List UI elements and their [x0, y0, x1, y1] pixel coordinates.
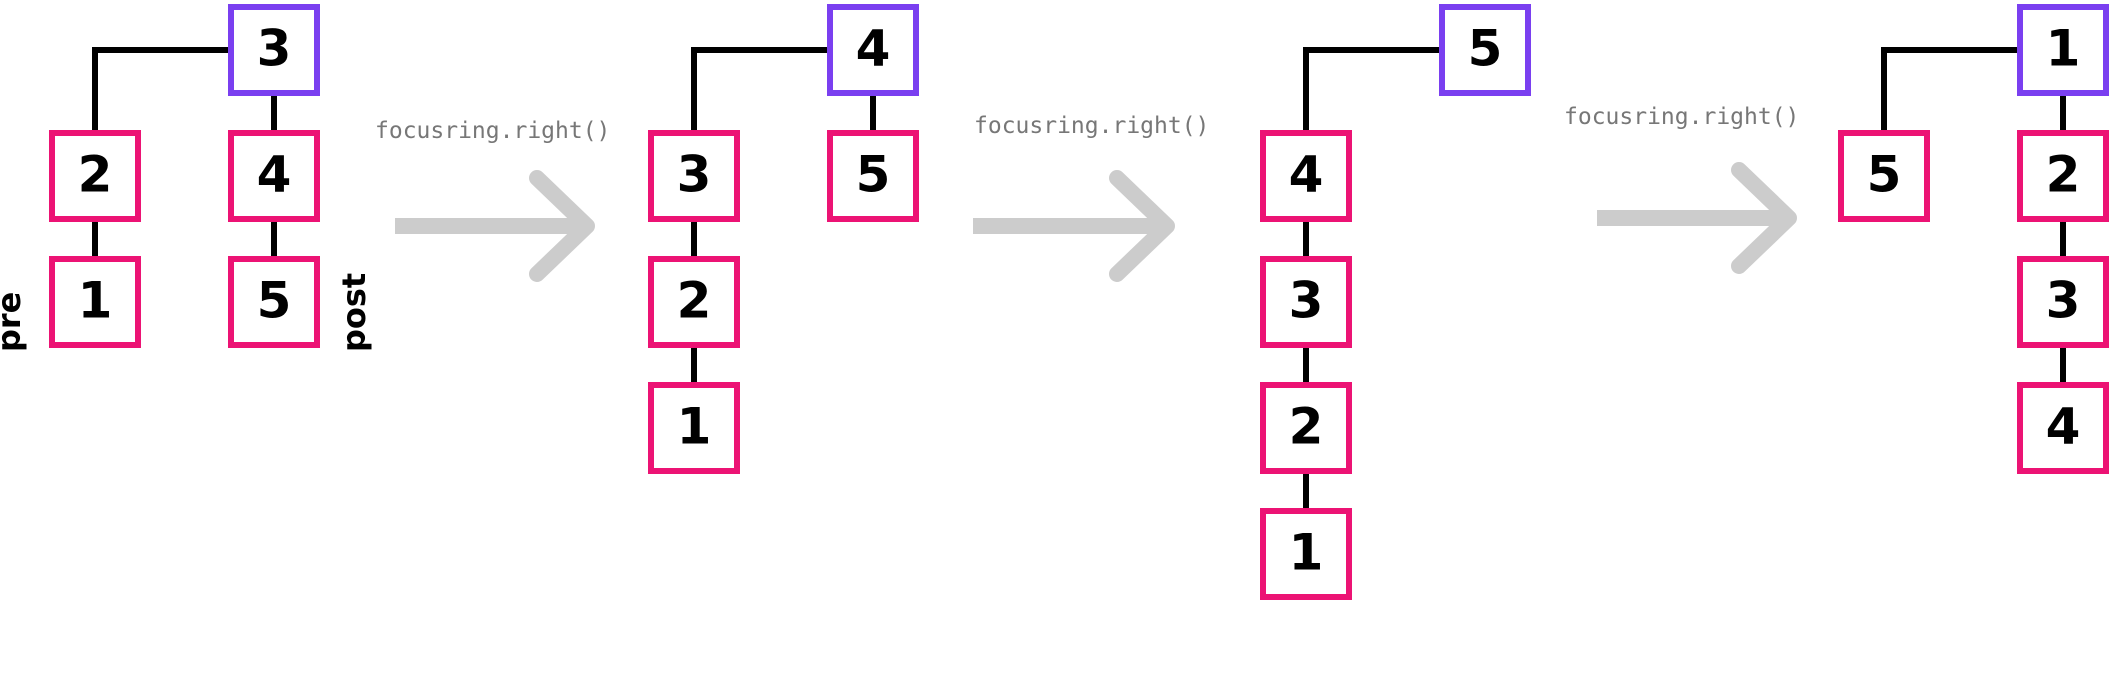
svg-text:3: 3	[677, 146, 712, 204]
arrow-right-icon	[1597, 162, 1797, 274]
focus-node: 1	[2017, 4, 2109, 96]
svg-text:3: 3	[2046, 272, 2081, 330]
pre-node: 1	[49, 256, 141, 348]
svg-text:5: 5	[1867, 146, 1902, 204]
svg-text:2: 2	[1289, 398, 1324, 456]
pre-node: 1	[1260, 508, 1352, 600]
pre-node: 2	[1260, 382, 1352, 474]
svg-text:5: 5	[856, 146, 891, 204]
svg-text:3: 3	[257, 20, 292, 78]
operation-label-1: focusring.right()	[375, 118, 610, 144]
pre-node: 1	[648, 382, 740, 474]
pre-node: 3	[648, 130, 740, 222]
arrow-right-icon	[973, 170, 1175, 282]
svg-text:2: 2	[677, 272, 712, 330]
svg-text:1: 1	[677, 398, 712, 456]
post-node: 3	[2017, 256, 2109, 348]
svg-text:2: 2	[2046, 146, 2081, 204]
focus-node: 3	[228, 4, 320, 96]
focus-node: 5	[1439, 4, 1531, 96]
svg-text:1: 1	[1289, 524, 1324, 582]
svg-text:5: 5	[1468, 20, 1503, 78]
pre-node: 2	[49, 130, 141, 222]
node-layer: 3 2 1 4 5 4 3 2 1 5 5 4 3 2 1 1 5 2 3 4	[49, 4, 2109, 600]
pre-node: 4	[1260, 130, 1352, 222]
pre-label: pre	[0, 292, 28, 352]
svg-text:3: 3	[1289, 272, 1324, 330]
post-label: post	[335, 273, 373, 352]
pre-node: 5	[1838, 130, 1930, 222]
post-node: 5	[827, 130, 919, 222]
pre-node: 2	[648, 256, 740, 348]
pre-node: 3	[1260, 256, 1352, 348]
post-node: 4	[2017, 382, 2109, 474]
post-node: 5	[228, 256, 320, 348]
svg-text:1: 1	[78, 272, 113, 330]
svg-text:4: 4	[1289, 146, 1324, 204]
post-node: 4	[228, 130, 320, 222]
svg-text:4: 4	[856, 20, 891, 78]
svg-text:2: 2	[78, 146, 113, 204]
svg-text:1: 1	[2046, 20, 2081, 78]
focus-node: 4	[827, 4, 919, 96]
arrow-layer	[395, 162, 1797, 282]
svg-text:4: 4	[2046, 398, 2081, 456]
svg-text:4: 4	[257, 146, 292, 204]
operation-label-3: focusring.right()	[1564, 104, 1799, 130]
post-node: 2	[2017, 130, 2109, 222]
arrow-right-icon	[395, 170, 595, 282]
svg-text:5: 5	[257, 272, 292, 330]
operation-label-2: focusring.right()	[974, 113, 1209, 139]
